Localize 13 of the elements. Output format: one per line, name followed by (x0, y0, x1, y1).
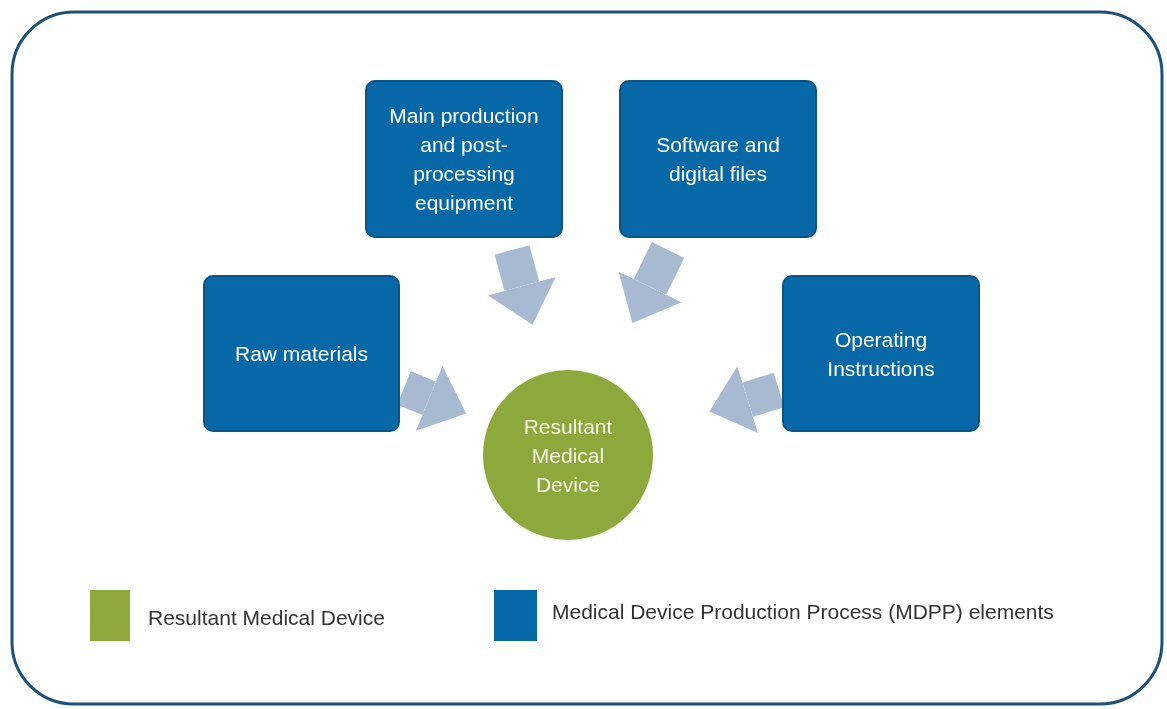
node-label: Main production and post-processing equipment (388, 103, 540, 216)
node-label: Software and digital files (655, 132, 781, 187)
node-label: Operating Instructions (826, 326, 936, 382)
node-label: Resultant Medical Device (522, 413, 614, 498)
process-box (782, 275, 980, 432)
process-box (619, 80, 817, 238)
process-box (365, 80, 563, 238)
legend-label: Medical Device Production Process (MDPP) elements (552, 600, 1054, 624)
node-label: Raw materials (234, 341, 368, 367)
block-arrow (618, 242, 685, 323)
block-arrow (488, 245, 556, 325)
process-box (203, 275, 400, 432)
legend-label: Resultant Medical Device (148, 606, 385, 630)
